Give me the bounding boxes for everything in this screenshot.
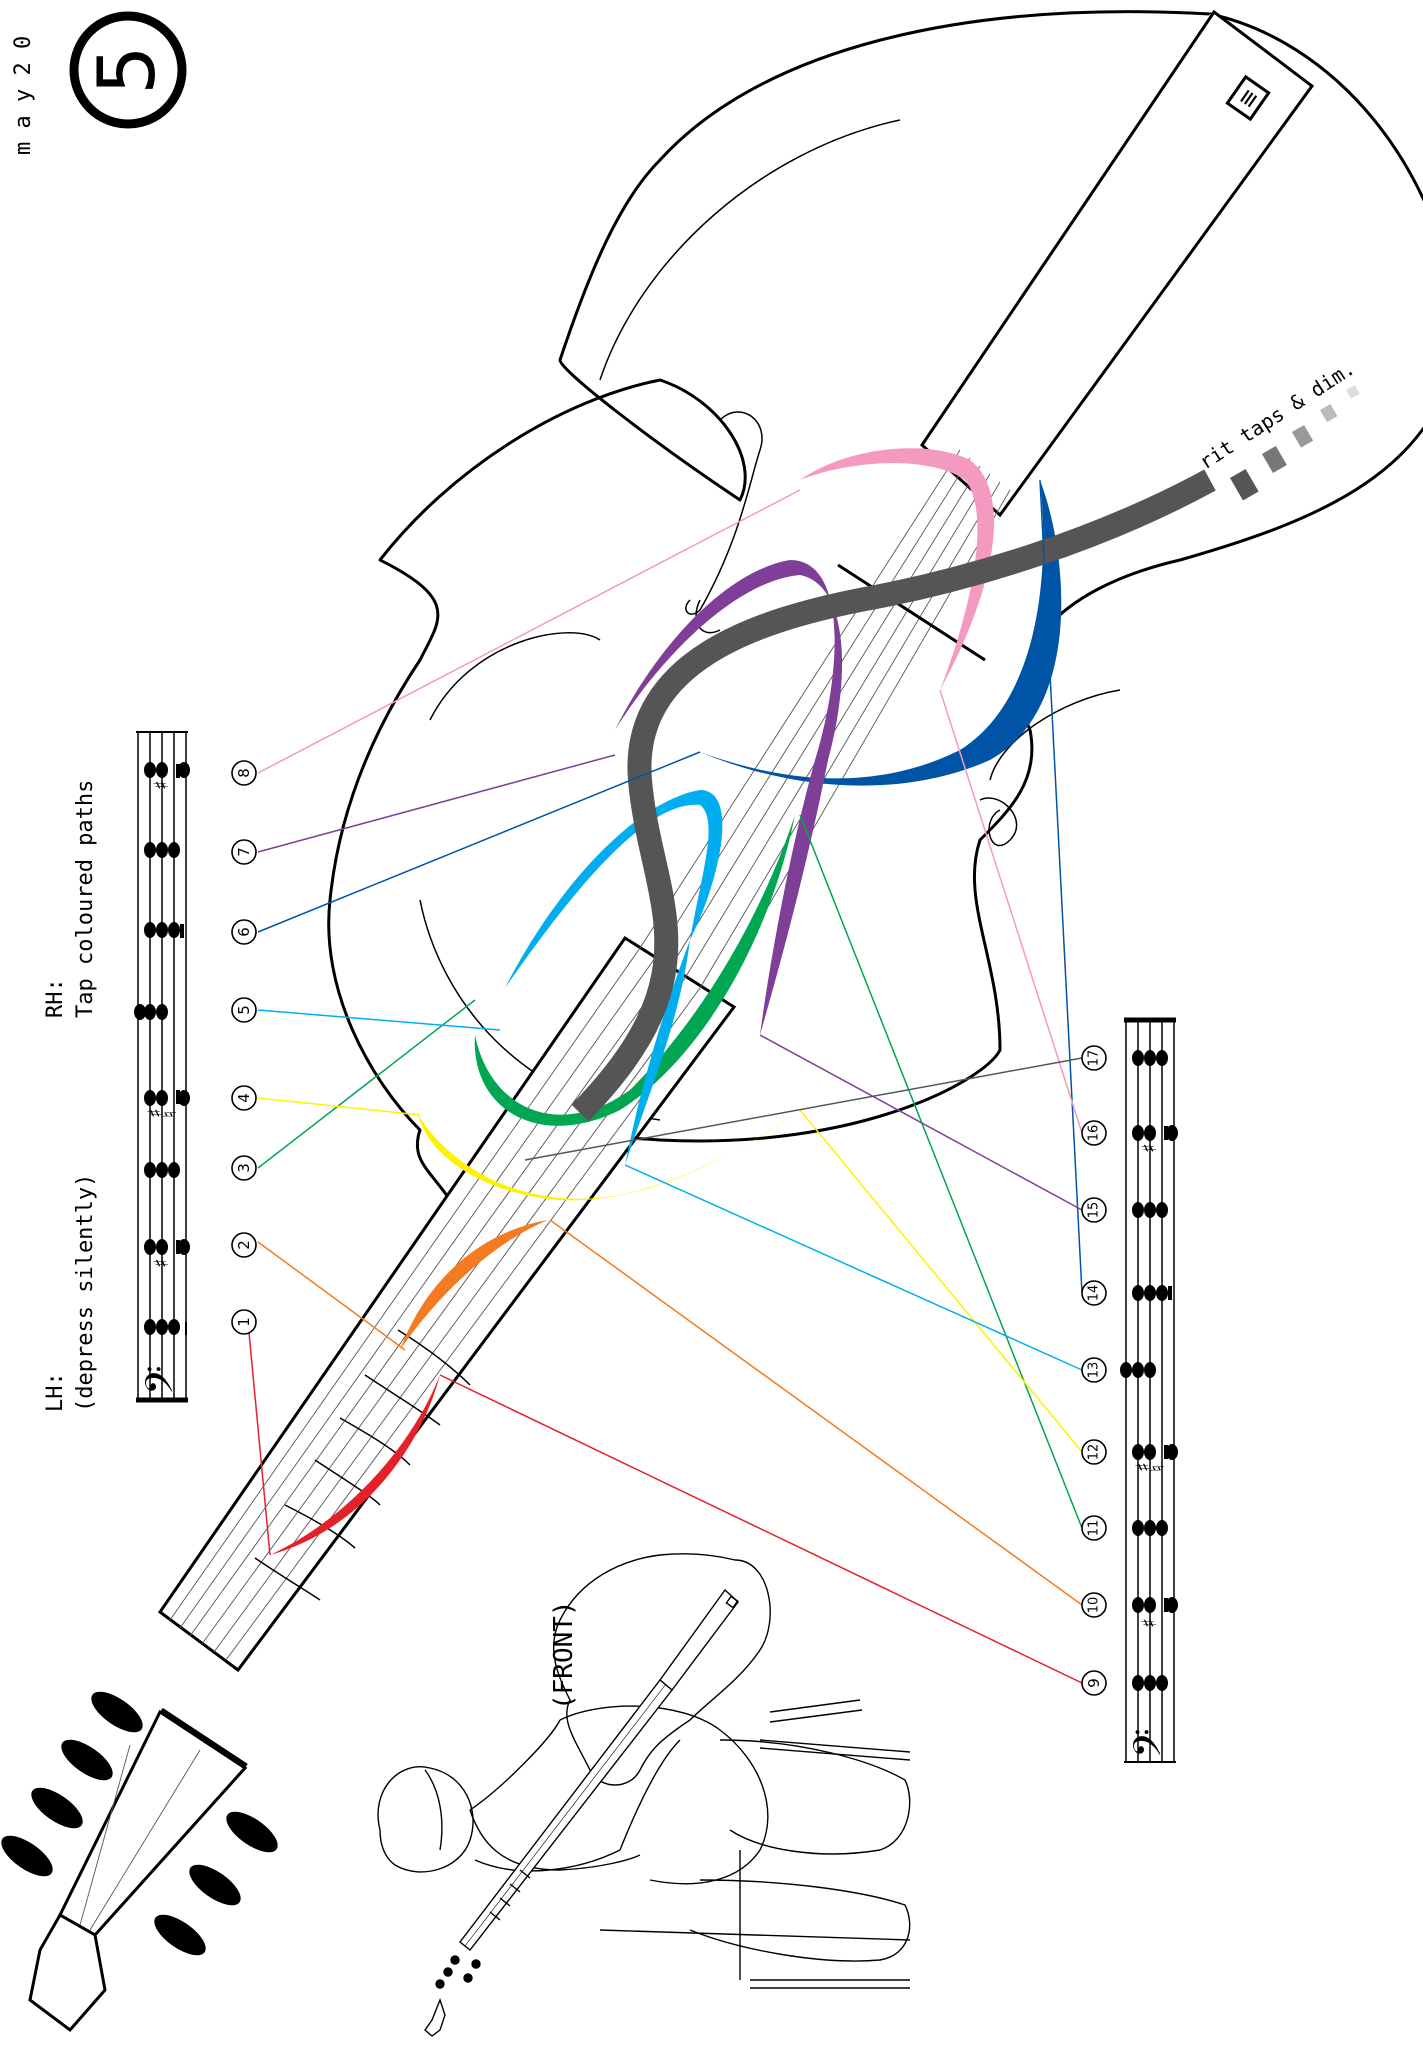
svg-text:17: 17	[1087, 1050, 1102, 1067]
circled-number-15: 15	[1082, 1198, 1106, 1222]
circled-number-12: 12	[1082, 1440, 1106, 1464]
lh-title: LH:	[43, 1372, 68, 1412]
leader-13	[625, 1165, 1082, 1370]
circled-number-7: 7	[232, 840, 256, 864]
circled-number-5: 5	[232, 998, 256, 1022]
circled-number-17: 17	[1082, 1046, 1106, 1070]
lh-instruction: LH: (depress silently)	[43, 1174, 98, 1412]
circled-number-6: 6	[232, 920, 256, 944]
svg-text:♯: ♯	[149, 780, 173, 790]
rh-instruction: RH: Tap coloured paths	[43, 780, 98, 1018]
performer-figure-icon	[378, 1554, 910, 2036]
rh-subtitle: Tap coloured paths	[73, 780, 98, 1018]
svg-text:3: 3	[235, 1163, 253, 1173]
svg-text:1: 1	[235, 1317, 253, 1327]
left-numbers: 1 2 3 4 5 6 7 8	[232, 761, 256, 1334]
svg-text:9: 9	[1085, 1678, 1103, 1688]
bass-clef-icon: 𝄢	[137, 1365, 191, 1395]
circled-number-10: 10	[1082, 1593, 1106, 1617]
circled-number-9: 9	[1082, 1671, 1106, 1695]
right-staff-notes: ♯ ♯ ♮ ♯	[1120, 1050, 1178, 1691]
svg-text:6: 6	[235, 927, 253, 937]
right-numbers: 9 10 11 12 13 14 15 16 17	[1082, 1046, 1106, 1695]
leader-10	[550, 1220, 1082, 1605]
circled-number-14: 14	[1082, 1281, 1106, 1305]
circled-number-11: 11	[1082, 1516, 1106, 1540]
svg-text:4: 4	[235, 1093, 253, 1103]
circled-number-16: 16	[1082, 1121, 1106, 1145]
svg-text:♯: ♯	[1137, 1618, 1161, 1628]
page-number: 5	[83, 45, 173, 95]
leader-12	[800, 1110, 1082, 1452]
svg-text:♮: ♮	[157, 1111, 181, 1118]
svg-text:12: 12	[1087, 1444, 1102, 1461]
lh-subtitle: (depress silently)	[73, 1174, 98, 1412]
svg-text:♮: ♮	[1145, 1465, 1169, 1472]
bass-clef-icon: 𝄢	[1125, 1728, 1179, 1758]
svg-text:♯: ♯	[149, 1258, 173, 1268]
right-staff: 𝄢 ♯ ♯ ♮ ♯	[1120, 1020, 1179, 1762]
circled-number-4: 4	[232, 1086, 256, 1110]
svg-text:2: 2	[235, 1240, 253, 1250]
circled-number-3: 3	[232, 1156, 256, 1180]
left-staff: 𝄢 ♯ ♯ ♮ ♯	[134, 732, 191, 1400]
svg-text:8: 8	[235, 768, 253, 778]
svg-text:13: 13	[1087, 1362, 1102, 1379]
circled-number-2: 2	[232, 1233, 256, 1257]
svg-text:16: 16	[1087, 1125, 1102, 1142]
svg-text:10: 10	[1087, 1597, 1102, 1614]
circled-number-13: 13	[1082, 1358, 1106, 1382]
corner-text: m a y 2 0	[11, 36, 36, 155]
page-number-badge: 5	[74, 16, 182, 124]
svg-text:11: 11	[1087, 1520, 1102, 1537]
leader-9	[440, 1375, 1082, 1683]
svg-text:5: 5	[235, 1005, 253, 1015]
svg-text:7: 7	[235, 847, 253, 857]
svg-text:♯: ♯	[1137, 1143, 1161, 1153]
rh-title: RH:	[43, 978, 68, 1018]
circled-number-1: 1	[232, 1310, 256, 1334]
circled-number-8: 8	[232, 761, 256, 785]
svg-text:15: 15	[1087, 1202, 1102, 1219]
svg-text:14: 14	[1087, 1285, 1102, 1302]
